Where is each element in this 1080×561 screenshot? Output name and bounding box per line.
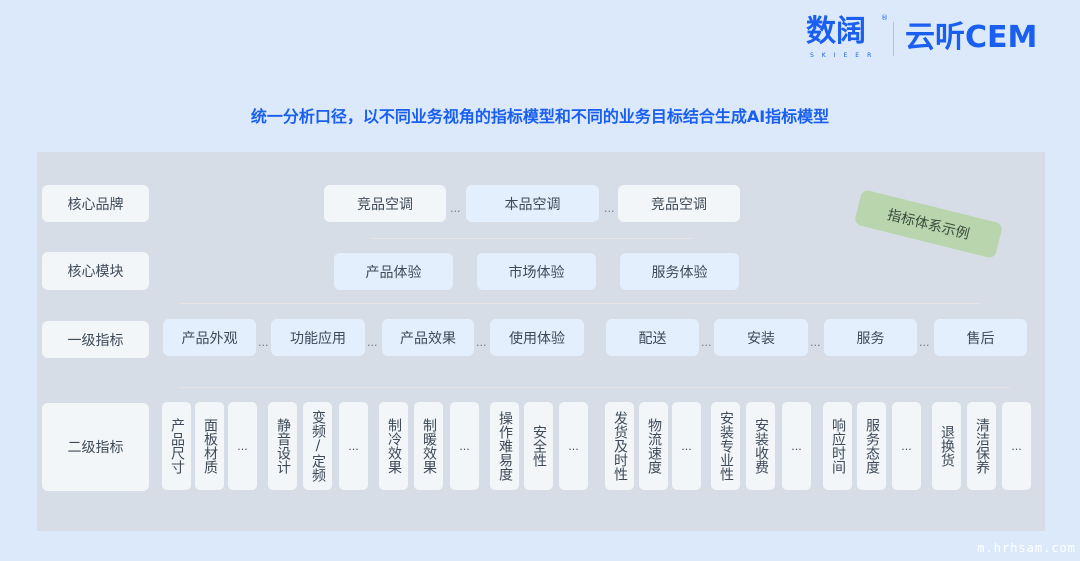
level2-node: 服务态度	[857, 402, 886, 490]
ellipsis: ...	[476, 336, 487, 349]
ellipsis: ...	[367, 336, 378, 349]
level2-node: 安装收费	[746, 402, 775, 490]
logo-divider	[893, 22, 894, 56]
level2-node: ...	[450, 402, 479, 490]
row-label-core-module: 核心模块	[42, 252, 149, 290]
level2-node: 制冷效果	[379, 402, 408, 490]
level2-label: ...	[237, 439, 248, 453]
ellipsis: ...	[810, 336, 821, 349]
row-label-core-brand: 核心品牌	[42, 185, 149, 222]
module-node: 服务体验	[620, 253, 739, 290]
row-label-level2: 二级指标	[42, 403, 149, 491]
level2-label: ...	[791, 439, 802, 453]
level2-node: ...	[339, 402, 368, 490]
skieer-logo: 数阔	[806, 14, 866, 49]
level2-label: 退换货	[939, 425, 955, 467]
level2-node: ...	[782, 402, 811, 490]
level2-node: 面板材质	[195, 402, 224, 490]
level2-label: 变频/定频	[310, 410, 326, 482]
level1-node: 功能应用	[271, 319, 365, 356]
ellipsis: ...	[919, 336, 930, 349]
level2-label: 操作难易度	[497, 411, 513, 481]
level2-node: 操作难易度	[490, 402, 519, 490]
level2-label: 服务态度	[864, 418, 880, 474]
level2-node: 产品尺寸	[162, 402, 191, 490]
level2-label: 安全性	[531, 425, 547, 467]
connector	[180, 303, 980, 304]
level1-node: 配送	[606, 319, 699, 356]
page-title: 统一分析口径，以不同业务视角的指标模型和不同的业务目标结合生成AI指标模型	[250, 107, 830, 126]
ellipsis: ...	[701, 336, 712, 349]
level2-label: ...	[901, 439, 912, 453]
module-node: 产品体验	[334, 253, 453, 290]
level2-label: 清洁保养	[974, 418, 990, 474]
brand-node-competitor: 竞品空调	[618, 185, 740, 222]
connector	[180, 387, 1010, 388]
level2-label: ...	[1011, 439, 1022, 453]
level2-label: 产品尺寸	[169, 418, 185, 474]
row-label-level1: 一级指标	[42, 321, 149, 358]
level2-node: 发货及时性	[605, 402, 634, 490]
level2-label: ...	[568, 439, 579, 453]
level1-node: 产品效果	[382, 319, 474, 356]
level2-node: ...	[1002, 402, 1031, 490]
connector	[372, 238, 692, 239]
watermark: m.hrhsam.com	[977, 541, 1076, 555]
level2-label: 静音设计	[275, 418, 291, 474]
level2-label: 制冷效果	[386, 418, 402, 474]
level2-node: 安装专业性	[711, 402, 740, 490]
registered-mark: ®	[881, 14, 888, 22]
level2-node: ...	[228, 402, 257, 490]
skieer-logo-sub: SKIEER	[810, 52, 880, 59]
level2-label: 物流速度	[646, 418, 662, 474]
level2-node: 响应时间	[823, 402, 852, 490]
level2-node: ...	[672, 402, 701, 490]
level2-label: 安装收费	[753, 418, 769, 474]
level2-label: ...	[681, 439, 692, 453]
level2-label: 安装专业性	[718, 411, 734, 481]
ellipsis: ...	[604, 202, 615, 215]
level2-node: 制暖效果	[414, 402, 443, 490]
level1-node: 产品外观	[163, 319, 256, 356]
level1-node: 安装	[714, 319, 808, 356]
level2-node: 安全性	[524, 402, 553, 490]
level2-label: 制暖效果	[421, 418, 437, 474]
level1-node: 服务	[824, 319, 917, 356]
yunting-cem-logo: 云听CEM	[905, 20, 1038, 55]
level2-node: 物流速度	[639, 402, 668, 490]
level2-node: 变频/定频	[303, 402, 332, 490]
level2-label: ...	[348, 439, 359, 453]
level2-node: ...	[892, 402, 921, 490]
level2-node: 清洁保养	[967, 402, 996, 490]
level1-node: 使用体验	[490, 319, 584, 356]
module-node: 市场体验	[477, 253, 596, 290]
brand-node-own: 本品空调	[466, 185, 599, 222]
level2-label: ...	[459, 439, 470, 453]
level2-label: 发货及时性	[612, 411, 628, 481]
level2-label: 响应时间	[830, 418, 846, 474]
level2-node: ...	[559, 402, 588, 490]
ellipsis: ...	[450, 202, 461, 215]
brand-node-competitor: 竞品空调	[324, 185, 446, 222]
level2-label: 面板材质	[202, 418, 218, 474]
level1-node: 售后	[934, 319, 1027, 356]
level2-node: 退换货	[932, 402, 961, 490]
level2-node: 静音设计	[268, 402, 297, 490]
ellipsis: ...	[258, 336, 269, 349]
